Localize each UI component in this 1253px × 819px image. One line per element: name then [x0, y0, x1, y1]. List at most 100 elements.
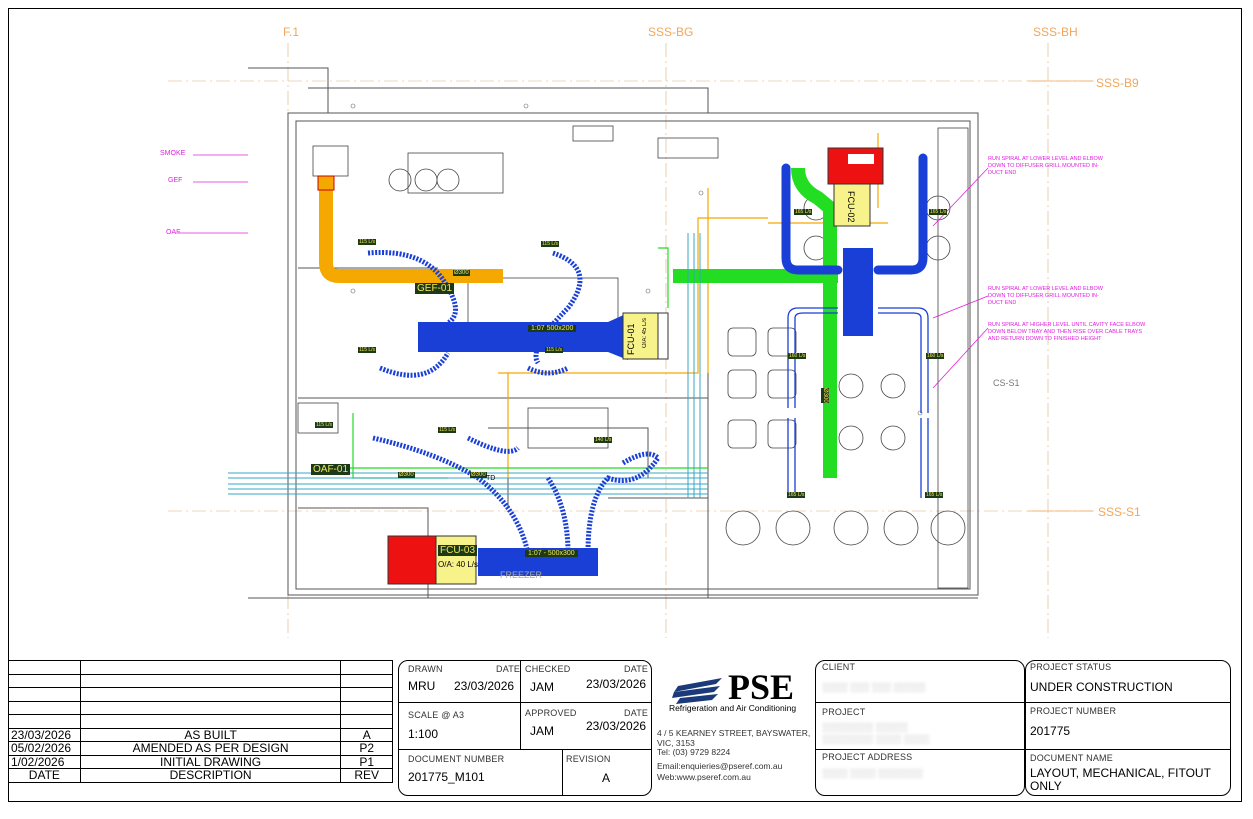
revision-caption: REVISION [566, 754, 611, 764]
gef-label: GEF [168, 177, 183, 184]
note-2: RUN SPIRAL AT LOWER LEVEL AND ELBOW DOWN… [988, 286, 1103, 306]
document-name-line2: ONLY [1030, 779, 1062, 793]
project-status-box [1025, 660, 1231, 796]
drawing-frame [8, 8, 1242, 802]
status-value: UNDER CONSTRUCTION [1030, 680, 1173, 694]
flow-label: 115 L/s [358, 347, 377, 353]
scale-value: 1:100 [408, 727, 439, 741]
revision-code: P2 [340, 741, 393, 756]
duct-label-4: Ø300 [398, 472, 415, 478]
revision-description: INITIAL DRAWING [79, 754, 342, 769]
floor-plan-svg [168, 43, 1098, 638]
approved-date: 23/03/2026 [586, 719, 647, 733]
approved-caption: APPROVED [525, 708, 577, 718]
note-1: RUN SPIRAL AT LOWER LEVEL AND ELBOW DOWN… [988, 156, 1103, 176]
project-address-caption: PROJECT ADDRESS [822, 752, 913, 762]
document-name-caption: DOCUMENT NAME [1030, 753, 1113, 763]
drawing-info-box [398, 660, 652, 796]
flow-label: 115 L/s [545, 347, 564, 353]
project-number-value: 201775 [1030, 724, 1071, 738]
duct-label-5: Ø300 [470, 472, 487, 478]
flow-label: 165 L/s [787, 492, 806, 498]
checked-date: 23/03/2026 [586, 677, 647, 691]
flow-label: 160 L/s [926, 353, 945, 359]
docnum-caption: DOCUMENT NUMBER [408, 754, 505, 764]
grid-label-f1: F.1 [283, 25, 300, 39]
revision-header-date: DATE [8, 768, 81, 783]
oaf-label: OAF [166, 229, 181, 236]
client-caption: CLIENT [822, 662, 856, 672]
revision-value: A [602, 771, 611, 785]
flow-label: 115 L/s [358, 239, 377, 245]
oaf01-label: OAF-01 [311, 464, 351, 475]
company-subtitle: Refrigeration and Air Conditioning [668, 703, 797, 713]
duct-label-2: 1:07 - 500x300 [525, 550, 578, 557]
company-tel: Tel: (03) 9729 8224 [657, 747, 731, 757]
company-web: Web:www.pseref.com.au [657, 772, 751, 782]
revision-code: A [340, 727, 393, 742]
company-address-line1: 4 / 5 KEARNEY STREET, BAYSWATER, [657, 728, 811, 738]
grid-label-sss-bh: SSS-BH [1033, 25, 1078, 39]
duct-label-1: 1:07 500x200 [528, 325, 577, 332]
gef01-label: GEF-01 [415, 283, 455, 294]
revision-date: 1/02/2026 [8, 754, 81, 769]
drawn-caption: DRAWN [408, 664, 443, 674]
client-redacted: ░░░░ ░░░ ░░░ ░░░░░ [822, 682, 926, 692]
duct-label-3: Ø300 [453, 270, 470, 276]
company-email: Email:enquieries@pseref.com.au [657, 761, 783, 771]
revision-header-rev: REV [340, 768, 393, 783]
flow-label: 140 L/s [594, 437, 613, 443]
grid-label-sss-bg: SSS-BG [648, 25, 694, 39]
project-redacted: ░░░░░░░░ ░░░░░ [822, 722, 908, 732]
project-number-caption: PROJECT NUMBER [1030, 706, 1117, 716]
grid-label-sss-b9: SSS-B9 [1096, 76, 1139, 90]
revision-date: 23/03/2026 [8, 727, 81, 742]
flow-label: 115 L/s [541, 241, 560, 247]
revision-description: AMENDED AS PER DESIGN [79, 741, 342, 756]
td-label: TD [486, 475, 496, 482]
client-project-box [815, 660, 1025, 796]
checked-caption: CHECKED [525, 664, 571, 674]
grid-label-sss-s1: SSS-S1 [1098, 505, 1141, 519]
scale-caption: SCALE @ A3 [408, 710, 465, 720]
fcu03-oa-label: O/A: 40 L/s [438, 560, 479, 569]
flow-label: 165 L/s [925, 492, 944, 498]
revision-date: 05/02/2026 [8, 741, 81, 756]
grid-label-cs-s1: CS-S1 [993, 378, 1020, 388]
drawn-value: MRU [408, 679, 436, 693]
project-caption: PROJECT [822, 707, 866, 717]
docnum-value: 201775_M101 [408, 770, 485, 784]
flow-label: 115 L/s [315, 422, 334, 428]
pse-logo-mark-icon [672, 678, 722, 704]
document-name-line1: LAYOUT, MECHANICAL, FITOUT [1030, 766, 1211, 780]
floor-plan-drawing: F.1 SSS-BG SSS-BH SSS-B9 SSS-S1 CS-S1 SM… [8, 8, 1242, 653]
fcu02-label: FCU-02 [846, 191, 856, 223]
note-3: RUN SPIRAL AT HIGHER LEVEL UNTIL CAVITY … [988, 322, 1146, 342]
duct-label-6: Ø300 [821, 388, 829, 403]
flow-label: 115 L/s [438, 427, 457, 433]
approved-value: JAM [530, 724, 554, 738]
checked-value: JAM [530, 680, 554, 694]
pse-logo [672, 670, 810, 716]
flow-label: 160 L/s [788, 353, 807, 359]
company-address-line2: VIC, 3153 [657, 738, 695, 748]
project-address-redacted: ░░░░ ░░░░ ░░░░░░░ [822, 768, 923, 778]
drawn-date: 23/03/2026 [454, 679, 515, 693]
company-logo-text: PSE [728, 667, 795, 707]
freezer-label: FREEZER [500, 570, 543, 580]
fcu01-oa-label: O/A: 45 L/s [642, 318, 648, 349]
checked-date-caption: DATE [624, 664, 649, 674]
project-redacted: ░░░░░░░░ ░░░░ ░░░░ [822, 734, 930, 744]
revision-description: AS BUILT [79, 727, 342, 742]
smoke-label: SMOKE [160, 150, 186, 157]
fcu03-label: FCU-03 [438, 545, 478, 556]
flow-label: 165 L/s [794, 209, 813, 215]
approved-date-caption: DATE [624, 708, 649, 718]
flow-label: 165 L/s [929, 209, 948, 215]
status-caption: PROJECT STATUS [1030, 662, 1112, 672]
revision-header-description: DESCRIPTION [79, 768, 342, 783]
